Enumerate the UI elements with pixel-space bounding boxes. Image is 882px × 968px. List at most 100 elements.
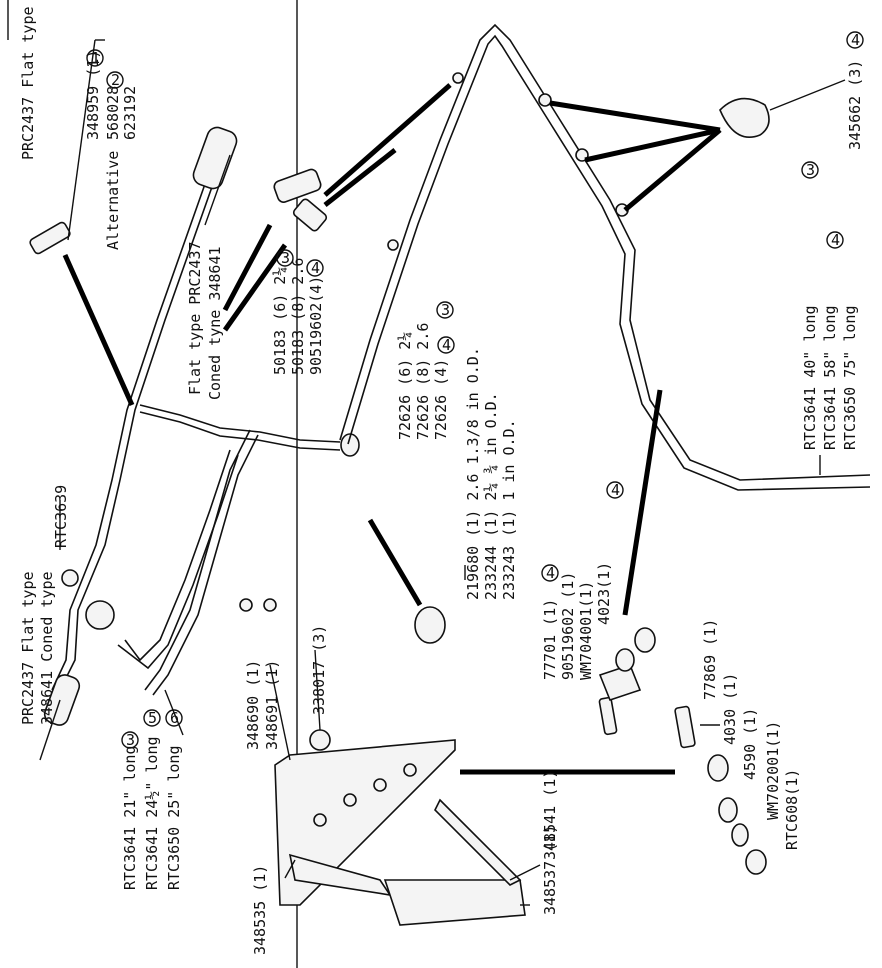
label-num2: 2 — [111, 71, 120, 89]
clip-3 — [538, 93, 552, 107]
leader-348541 — [509, 864, 541, 881]
label-coned-left: 348641 Coned type — [38, 571, 56, 725]
num-circle-4a — [306, 259, 324, 277]
pointer-bracket-b — [323, 83, 452, 197]
washer-4030 — [707, 754, 729, 782]
label-90519602-1: 90519602 (1) — [559, 572, 577, 680]
mounting-bracket-assembly — [239, 598, 526, 926]
washer-4590 — [718, 797, 738, 823]
stud-348691 — [263, 598, 277, 612]
grommet-large — [414, 606, 446, 644]
pointer-flat-b — [222, 243, 288, 332]
pointer-clamp-c — [623, 128, 722, 212]
pipe-end-coned-right — [192, 126, 238, 190]
clip-2 — [387, 239, 399, 251]
label-num6: 6 — [170, 709, 179, 727]
leader-348959 — [67, 39, 96, 241]
plate-hole-2 — [343, 793, 357, 807]
label-num3a: 3 — [126, 731, 135, 749]
label-338017: 338017 (3) — [310, 625, 328, 715]
pipe-end-coned-left — [43, 674, 81, 726]
num-circle-2 — [106, 71, 124, 89]
leader-lines — [39, 39, 846, 906]
label-568028: 568028 — [104, 86, 122, 140]
label-num5: 5 — [148, 709, 157, 727]
fastener-stack — [598, 627, 767, 875]
stud-348690 — [239, 598, 253, 612]
pointer-clamp-b — [584, 127, 721, 163]
rtc3639-knob — [61, 569, 79, 587]
num-circle-4d — [606, 481, 624, 499]
label-233244: 233244 (1) 2¼ ¾ in O.D. — [482, 392, 500, 600]
label-77701: 77701 (1) — [541, 599, 559, 680]
num-circle-3d — [801, 161, 819, 179]
label-wm704001: WM704001(1) — [577, 581, 595, 680]
num-circle-3b — [276, 249, 294, 267]
label-72626c: 72626 (4) — [432, 359, 450, 440]
label-alternative: Alternative — [104, 151, 122, 250]
label-348537: 348537 (1) — [541, 825, 559, 915]
pointer-tee — [62, 253, 135, 407]
bracket-upper — [273, 168, 322, 203]
label-50183a: 50183 (6) 2¼ — [271, 267, 289, 375]
label-num4d: 4 — [611, 481, 620, 499]
label-num4a: 4 — [311, 259, 320, 277]
label-rtc3641-21: RTC3641 21" long — [121, 746, 139, 891]
label-348690: 348690 (1) — [244, 660, 262, 750]
label-345662: 345662 (3) — [846, 60, 864, 150]
rod-348541 — [434, 798, 522, 886]
leader-345662 — [769, 79, 846, 111]
leader-coned-mid — [204, 154, 231, 226]
rtc3639-valve — [85, 600, 115, 630]
clamp-90519602 — [598, 664, 642, 701]
label-num4f: 4 — [831, 231, 840, 249]
label-rtc3641-40: RTC3641 40" long — [801, 306, 819, 451]
bolt-77701 — [598, 696, 618, 736]
labels: PRC2437 Flat type PRC2437 Flat type 3486… — [19, 6, 864, 955]
label-4030: 4030 (1) — [721, 673, 739, 745]
num-circle-4e — [846, 31, 864, 49]
plate-hole-4 — [403, 763, 417, 777]
plate-hole-1 — [313, 813, 327, 827]
clip-1 — [452, 72, 464, 84]
label-348959: 348959 (1) — [84, 50, 102, 140]
num-circle-5 — [143, 709, 161, 727]
grommet-upper — [340, 433, 360, 457]
pointer-clip-to-nut — [622, 389, 663, 616]
label-72626b: 72626 (8) 2.6 — [414, 323, 432, 440]
nut-rtc608 — [745, 849, 767, 875]
label-num3b: 3 — [281, 249, 290, 267]
label-num3c: 3 — [441, 301, 450, 319]
pointer-grommet — [367, 518, 423, 607]
leader-348690 — [269, 664, 291, 761]
num-circle-4c — [541, 564, 559, 582]
pointer-clamp-a — [549, 100, 721, 133]
pointer-bracket-a — [323, 148, 397, 207]
label-num1: 1 — [91, 49, 100, 67]
tail-pipe-assembly — [273, 23, 871, 491]
washer-wm704001 — [615, 648, 635, 672]
label-72626a: 72626 (6) 2¼ — [396, 332, 414, 440]
plate-hole-3 — [373, 778, 387, 792]
label-348541: 348541 (1) — [541, 770, 559, 860]
leader-338017 — [314, 649, 321, 731]
front-pipe-assembly — [29, 126, 446, 726]
nut-4023 — [634, 627, 656, 653]
clamp-345662 — [719, 97, 770, 138]
num-circle-1 — [86, 49, 104, 67]
label-50183b: 50183 (8) 2.6 — [289, 258, 307, 375]
pointer-lines — [62, 83, 722, 775]
label-num4e: 4 — [851, 31, 860, 49]
label-4023: 4023(1) — [595, 562, 613, 625]
num-circle-3c — [436, 301, 454, 319]
label-rtc3650-25: RTC3650 25" long — [165, 746, 183, 891]
num-circle-4b — [437, 336, 455, 354]
label-wm702001: WM702001(1) — [764, 721, 782, 820]
label-num4c: 4 — [546, 564, 555, 582]
label-rtc3641-24: RTC3641 24½" long — [143, 736, 161, 890]
num-circle-3a — [121, 731, 139, 749]
rubber-mount-348537 — [383, 879, 526, 926]
label-num3d: 3 — [806, 161, 815, 179]
